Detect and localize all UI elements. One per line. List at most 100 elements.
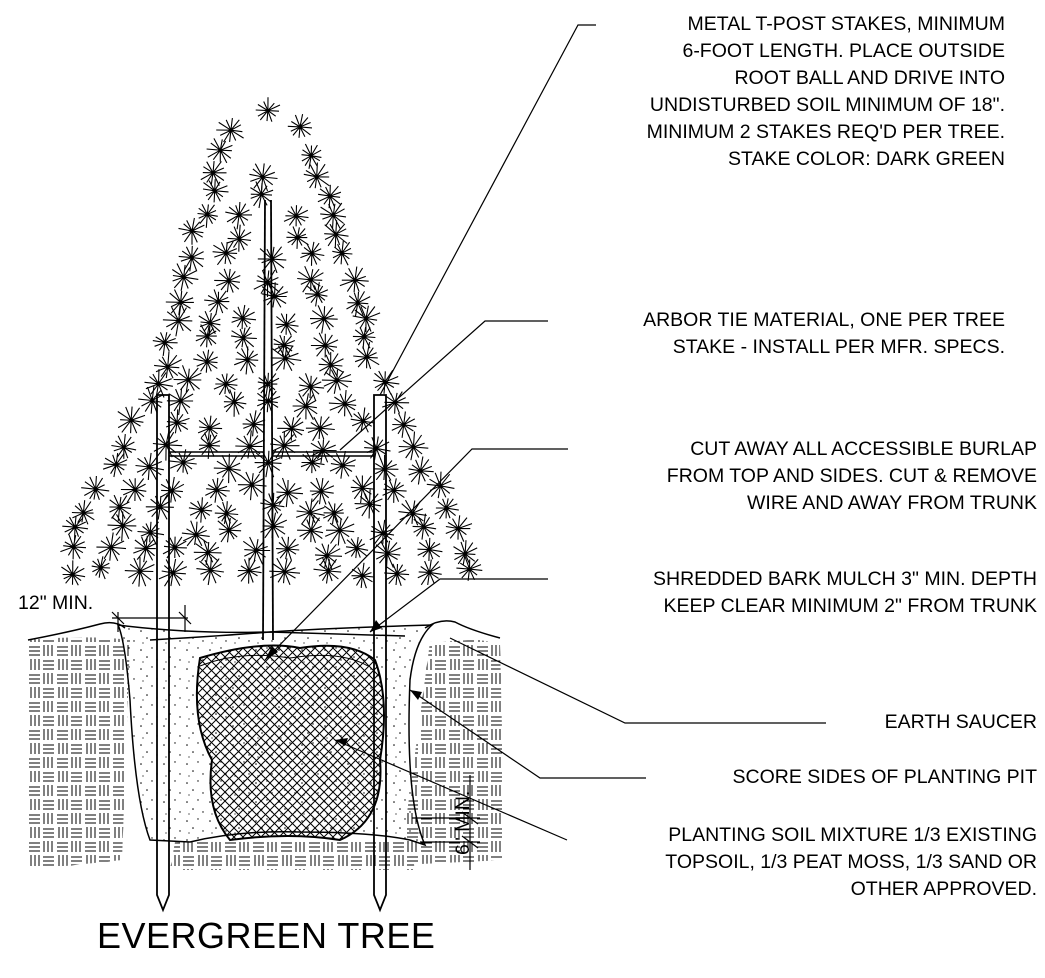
needle-cluster [309, 477, 335, 505]
needle-cluster [384, 563, 410, 586]
needle-cluster [62, 516, 89, 542]
needle-cluster [214, 501, 239, 525]
needle-cluster [257, 246, 287, 275]
needle-cluster [324, 220, 349, 248]
needle-cluster [124, 557, 155, 587]
needle-cluster [313, 557, 342, 584]
needle-cluster [242, 410, 266, 437]
needle-cluster [213, 373, 238, 396]
needle-cluster [318, 352, 344, 378]
needle-cluster [453, 540, 478, 566]
needle-cluster [354, 489, 383, 519]
needle-cluster [193, 539, 222, 565]
needle-cluster [300, 450, 325, 474]
needle-cluster [250, 181, 274, 209]
needle-cluster [297, 265, 324, 293]
dimension-6-min [412, 775, 480, 870]
needle-cluster [412, 513, 437, 540]
needle-cluster [111, 434, 137, 459]
needle-cluster [107, 511, 137, 542]
metal-t-post-stakes [156, 394, 387, 913]
mulch-note-line: SHREDDED BARK MULCH 3" MIN. DEPTH [653, 568, 1037, 590]
needle-cluster [350, 475, 374, 504]
needle-cluster [260, 492, 285, 519]
needle-cluster [270, 431, 300, 460]
needle-cluster [117, 406, 146, 434]
needle-cluster [204, 289, 230, 316]
needle-cluster [154, 351, 182, 379]
needle-cluster [160, 476, 185, 503]
burlap-note-line: WIRE AND AWAY FROM TRUNK [747, 492, 1037, 514]
needle-cluster [434, 498, 459, 520]
needle-cluster [202, 179, 229, 203]
needle-cluster [144, 369, 173, 398]
needle-cluster [310, 439, 337, 464]
root-ball [195, 644, 385, 842]
needle-cluster [120, 478, 147, 503]
needle-cluster [295, 498, 325, 526]
needle-cluster [212, 241, 238, 266]
needle-cluster [256, 388, 281, 413]
needle-cluster [200, 161, 227, 186]
needle-cluster [231, 304, 257, 330]
needle-cluster [332, 240, 353, 266]
needle-cluster [304, 282, 329, 307]
needle-cluster [317, 184, 342, 209]
needle-cluster [158, 558, 188, 587]
dimension-12-min [111, 605, 192, 632]
arbor-tie-note: ARBOR TIE MATERIAL, ONE PER TREE STAKE -… [643, 307, 1005, 361]
needle-cluster [237, 471, 267, 501]
planting-soil-note-line: TOPSOIL, 1/3 PEAT MOSS, 1/3 SAND OR [665, 851, 1037, 873]
needle-cluster [351, 562, 374, 589]
needle-cluster [162, 305, 193, 337]
needle-cluster [339, 266, 369, 293]
needle-cluster [137, 521, 165, 546]
needle-cluster [195, 324, 217, 348]
needle-cluster [363, 436, 391, 461]
needle-cluster [391, 411, 417, 438]
needle-cluster [166, 388, 194, 416]
needle-cluster [352, 327, 376, 349]
needle-cluster [102, 452, 128, 478]
needle-cluster [417, 559, 442, 586]
stakes-note-line: METAL T-POST STAKES, MINIMUM [687, 13, 1005, 35]
needle-cluster [305, 416, 335, 442]
needle-cluster [216, 118, 244, 143]
needle-cluster [226, 224, 252, 252]
needle-cluster [133, 535, 157, 563]
needle-cluster [138, 386, 164, 414]
stakes-note-line: 6-FOOT LENGTH. PLACE OUTSIDE [682, 40, 1005, 62]
needle-cluster [165, 409, 190, 434]
needle-cluster [323, 501, 344, 525]
needle-cluster [320, 202, 347, 230]
existing-soil [28, 637, 505, 870]
needle-cluster [152, 332, 178, 356]
needle-cluster [417, 537, 443, 562]
needle-cluster [328, 390, 357, 418]
score-sides-note-line: SCORE SIDES OF PLANTING PIT [732, 766, 1037, 788]
needle-cluster [344, 537, 369, 559]
needle-cluster [261, 282, 288, 308]
needle-cluster [398, 431, 429, 461]
needle-cluster [231, 326, 257, 351]
needle-cluster [165, 289, 194, 315]
needle-cluster [303, 162, 330, 189]
stakes-note: METAL T-POST STAKES, MINIMUM 6-FOOT LENG… [647, 11, 1005, 173]
planting-soil-note: PLANTING SOIL MIXTURE 1/3 EXISTING TOPSO… [665, 822, 1037, 903]
needle-cluster [162, 536, 187, 559]
needle-cluster [178, 217, 205, 245]
needle-cluster [181, 520, 210, 547]
needle-cluster [173, 365, 202, 393]
needle-cluster [301, 143, 322, 169]
needle-cluster [276, 536, 300, 561]
burlap-note: CUT AWAY ALL ACCESSIBLE BURLAP FROM TOP … [667, 436, 1037, 517]
needle-cluster [205, 477, 230, 503]
needle-cluster [225, 201, 252, 230]
stakes-note-line: UNDISTURBED SOIL MINIMUM OF 18". [649, 94, 1005, 116]
needle-cluster [198, 432, 221, 459]
needle-cluster [171, 263, 199, 292]
needle-cluster [276, 477, 304, 508]
needle-cluster [242, 536, 271, 565]
needle-cluster [324, 515, 355, 546]
needle-cluster [321, 369, 352, 394]
